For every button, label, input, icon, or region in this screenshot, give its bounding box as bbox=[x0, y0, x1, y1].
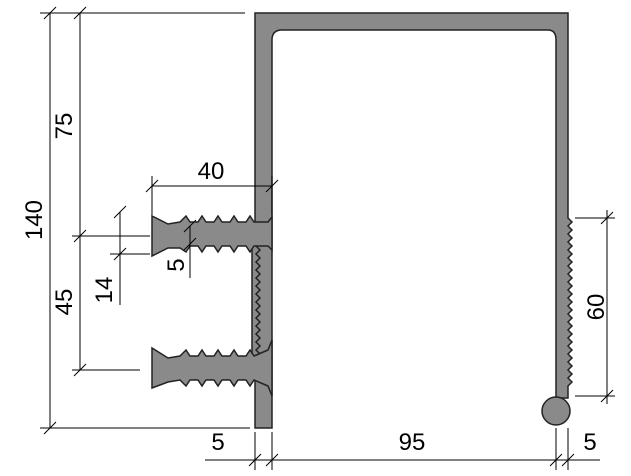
dim-anchor-thickness: 5 bbox=[163, 258, 190, 271]
dim-wall-right: 5 bbox=[583, 429, 596, 456]
dim-lower-height: 45 bbox=[51, 289, 78, 316]
dim-inner-width: 95 bbox=[399, 429, 426, 456]
lower-anchor bbox=[151, 339, 273, 397]
rubber-profile bbox=[151, 12, 574, 429]
dimension-lines bbox=[40, 6, 615, 470]
dim-anchor-length: 40 bbox=[198, 158, 225, 185]
dim-serration-length: 60 bbox=[583, 294, 610, 321]
dim-upper-height: 75 bbox=[51, 113, 78, 140]
dimension-labels: 140 75 45 14 40 5 60 5 95 5 bbox=[21, 113, 610, 456]
dim-wall-left: 5 bbox=[211, 429, 224, 456]
dim-total-height: 140 bbox=[21, 200, 48, 240]
upper-anchor bbox=[151, 214, 273, 258]
profile-main-body bbox=[254, 12, 574, 429]
profile-bulb bbox=[541, 396, 571, 426]
dim-anchor-pitch: 14 bbox=[91, 277, 118, 304]
